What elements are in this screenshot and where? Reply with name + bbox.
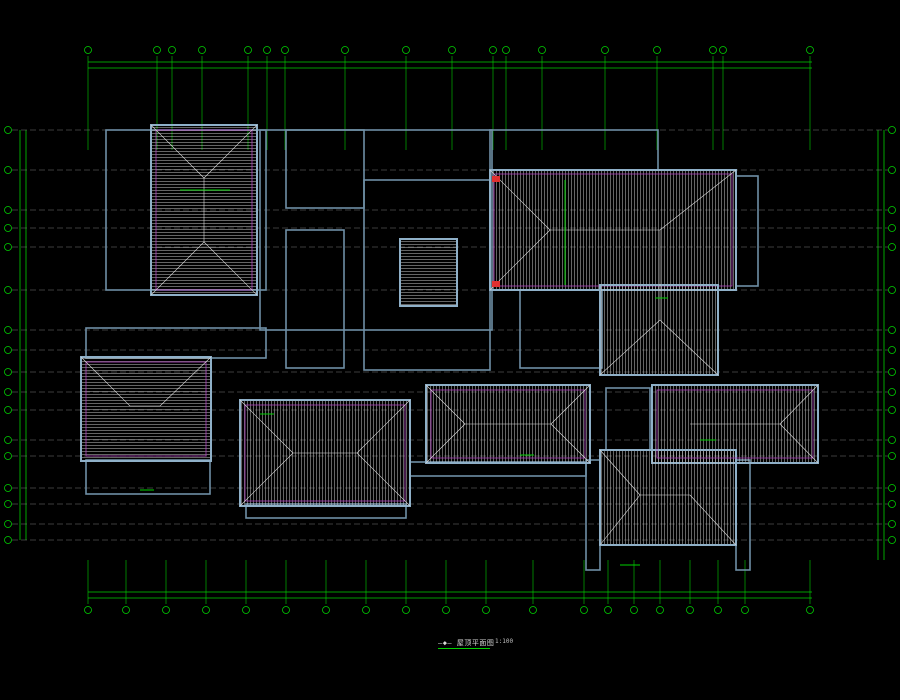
axis-bubble <box>4 388 12 396</box>
drawing-scale: 1:100 <box>495 638 514 645</box>
axis-bubble <box>4 206 12 214</box>
axis-bubble <box>888 406 896 414</box>
axis-bubble <box>538 46 546 54</box>
roof-block-3 <box>489 169 737 376</box>
roof-block-7 <box>599 384 819 546</box>
axis-bubble <box>402 606 410 614</box>
axis-bubble <box>888 286 896 294</box>
axis-bubble <box>604 606 612 614</box>
axis-bubble <box>888 126 896 134</box>
horizontal-grid-axes <box>12 129 888 541</box>
axis-bubble <box>741 606 749 614</box>
axis-bubble <box>282 606 290 614</box>
axis-bubble <box>4 368 12 376</box>
axis-bubble <box>202 606 210 614</box>
axis-bubble <box>806 46 814 54</box>
axis-bubble <box>242 606 250 614</box>
axis-bubble <box>502 46 510 54</box>
axis-bubble <box>888 166 896 174</box>
axis-bubble <box>4 536 12 544</box>
axis-bubble <box>198 46 206 54</box>
axis-bubble <box>888 326 896 334</box>
axis-bubble <box>4 243 12 251</box>
axis-bubble <box>244 46 252 54</box>
axis-bubble <box>888 500 896 508</box>
axis-bubble <box>84 606 92 614</box>
axis-bubble <box>529 606 537 614</box>
axis-bubble <box>888 206 896 214</box>
axis-bubble <box>580 606 588 614</box>
axis-bubble <box>4 286 12 294</box>
axis-bubble <box>656 606 664 614</box>
axis-bubble <box>630 606 638 614</box>
axis-bubble <box>686 606 694 614</box>
axis-bubble <box>4 520 12 528</box>
axis-bubble <box>153 46 161 54</box>
axis-bubble <box>4 436 12 444</box>
axis-bubble <box>362 606 370 614</box>
axis-bubble <box>4 224 12 232</box>
axis-bubble <box>888 436 896 444</box>
axis-bubble <box>442 606 450 614</box>
axis-bubble <box>4 406 12 414</box>
annotation-marks <box>140 180 716 566</box>
drawing-title-underline <box>438 648 490 649</box>
roof-block-1 <box>150 124 258 296</box>
axis-bubble <box>888 388 896 396</box>
axis-bubble <box>322 606 330 614</box>
axis-bubble <box>281 46 289 54</box>
axis-bubbles <box>4 46 896 614</box>
axis-bubble <box>888 243 896 251</box>
axis-bubble <box>719 46 727 54</box>
axis-bubble <box>601 46 609 54</box>
axis-bubble <box>4 500 12 508</box>
axis-bubble <box>888 452 896 460</box>
axis-bubble <box>888 484 896 492</box>
axis-bubble <box>263 46 271 54</box>
axis-bubble <box>4 326 12 334</box>
axis-bubble <box>888 224 896 232</box>
axis-bubble <box>4 346 12 354</box>
roof-block-4 <box>80 356 212 462</box>
drawing-title: —◆— 屋顶平面图 <box>438 639 495 647</box>
axis-bubble <box>709 46 717 54</box>
axis-bubble <box>122 606 130 614</box>
axis-bubble <box>653 46 661 54</box>
roof-block-2 <box>399 238 458 307</box>
axis-bubble <box>806 606 814 614</box>
axis-bubble <box>448 46 456 54</box>
axis-bubble <box>489 46 497 54</box>
axis-bubble <box>168 46 176 54</box>
axis-bubble <box>4 126 12 134</box>
axis-bubble <box>4 166 12 174</box>
axis-bubble <box>4 484 12 492</box>
axis-bubble <box>888 346 896 354</box>
axis-bubble <box>714 606 722 614</box>
roof-block-6 <box>425 384 591 464</box>
axis-bubble <box>4 452 12 460</box>
axis-bubble <box>482 606 490 614</box>
axis-bubble <box>888 536 896 544</box>
axis-bubble <box>341 46 349 54</box>
roof-block-5 <box>239 399 411 507</box>
dimension-lines <box>19 61 885 599</box>
axis-bubble <box>162 606 170 614</box>
axis-bubble <box>888 520 896 528</box>
axis-bubble <box>888 368 896 376</box>
vertical-grid-axes <box>87 56 811 604</box>
axis-bubble <box>84 46 92 54</box>
axis-bubble <box>402 46 410 54</box>
